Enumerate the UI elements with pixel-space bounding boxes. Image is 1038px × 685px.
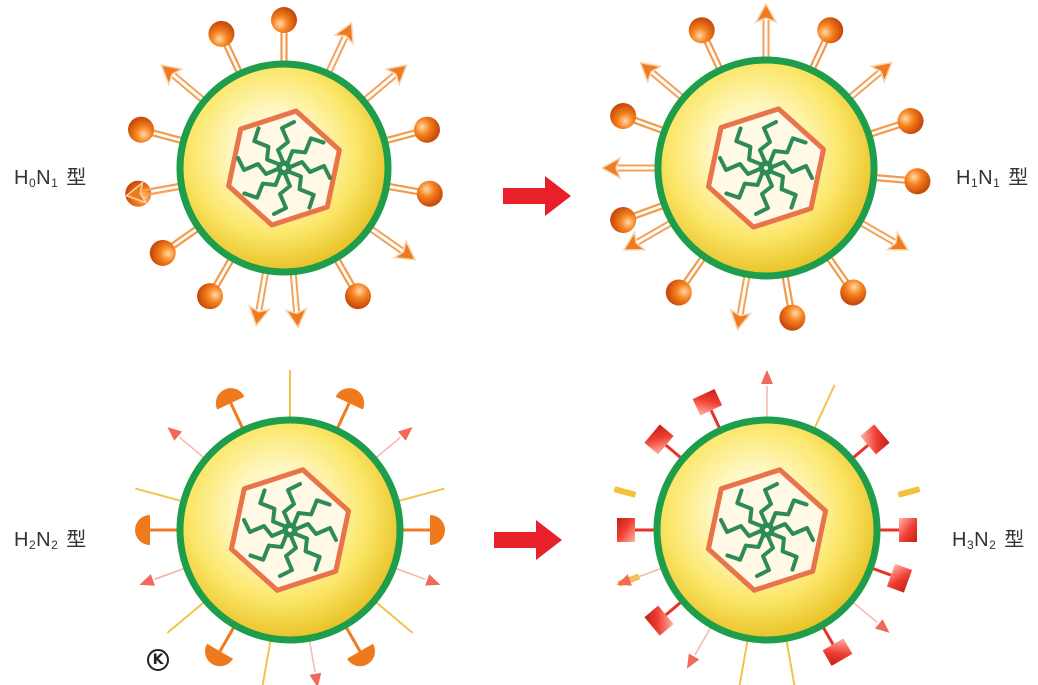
copyright-k-mark: K (147, 649, 169, 671)
ball-spike-icon (873, 168, 931, 195)
ball-spike-icon (824, 254, 867, 306)
arrow-spike-icon (622, 218, 675, 251)
arrow-spike-icon (754, 2, 778, 60)
block-spike-icon (644, 599, 684, 636)
cup-spike-icon (135, 515, 180, 545)
tri-spike-icon (616, 566, 664, 586)
arrow-spike-icon (600, 156, 658, 180)
rna-strands (718, 120, 814, 216)
ball-spike-icon (385, 180, 443, 207)
dash-spike-icon (613, 486, 637, 498)
ball-spike-icon (808, 17, 844, 72)
ball-spike-icon (867, 108, 924, 139)
virus-h3n2 (613, 370, 921, 685)
tri-spike-icon (308, 638, 322, 685)
cup-spike-icon (335, 388, 365, 431)
rna-strands (242, 482, 338, 578)
ball-spike-icon (271, 7, 297, 64)
ball-spike-icon (688, 17, 724, 72)
ball-spike-icon (197, 256, 236, 310)
ball-spike-icon (779, 273, 806, 331)
arrow-spike-icon (846, 61, 893, 102)
thin-spike-icon (373, 599, 414, 634)
block-spike-icon (644, 424, 684, 461)
ball-spike-icon (149, 224, 201, 266)
ball-spike-icon (610, 201, 666, 233)
arrow-spike-icon (324, 21, 354, 76)
ball-spike-icon (332, 256, 371, 310)
block-spike-icon (820, 624, 853, 666)
block-spike-icon (850, 424, 890, 461)
tri-spike-icon (167, 427, 207, 460)
arrow-spike-icon (248, 269, 272, 328)
block-spike-icon (617, 518, 657, 542)
thin-spike-icon (738, 638, 749, 685)
arrow-spike-icon (639, 61, 686, 102)
arrow-spike-icon (857, 218, 910, 251)
thin-spike-icon (785, 638, 796, 685)
tri-spike-icon (139, 566, 187, 586)
rna-strands (236, 120, 332, 216)
cup-spike-icon (400, 515, 445, 545)
virus-h2n2 (135, 370, 445, 685)
rna-strands (719, 482, 815, 578)
tri-spike-icon (373, 427, 413, 460)
ball-spike-icon (208, 20, 244, 76)
tri-spike-icon (393, 566, 441, 586)
tri-spike-icon (761, 370, 773, 420)
arrow-spike-icon (124, 180, 183, 204)
tri-spike-icon (687, 624, 713, 669)
dash-spike-icon (897, 486, 921, 498)
virus-h0n1 (124, 7, 443, 329)
tri-spike-icon (850, 600, 890, 633)
ball-spike-icon (665, 254, 708, 306)
cup-spike-icon (205, 624, 237, 667)
ball-spike-icon (610, 103, 666, 135)
arrow-spike-icon (284, 271, 308, 329)
thin-spike-icon (261, 638, 272, 685)
cup-spike-icon (215, 388, 245, 431)
block-spike-icon (869, 563, 913, 593)
arrow-spike-icon (367, 224, 417, 261)
thin-spike-icon (395, 487, 445, 503)
block-spike-icon (877, 518, 917, 542)
arrow-spike-icon (361, 64, 408, 104)
thin-spike-icon (166, 599, 207, 634)
arrow-spike-icon (160, 64, 207, 104)
ball-spike-icon (128, 116, 185, 145)
thin-spike-icon (812, 384, 836, 431)
cup-spike-icon (343, 624, 375, 667)
arrow-spike-icon (729, 273, 753, 332)
virus-h1n1 (600, 2, 931, 332)
block-spike-icon (692, 388, 723, 431)
transition-arrow-icon (503, 176, 571, 216)
ball-spike-icon (383, 116, 440, 145)
transition-arrow-icon (494, 520, 562, 560)
thin-spike-icon (135, 487, 185, 503)
